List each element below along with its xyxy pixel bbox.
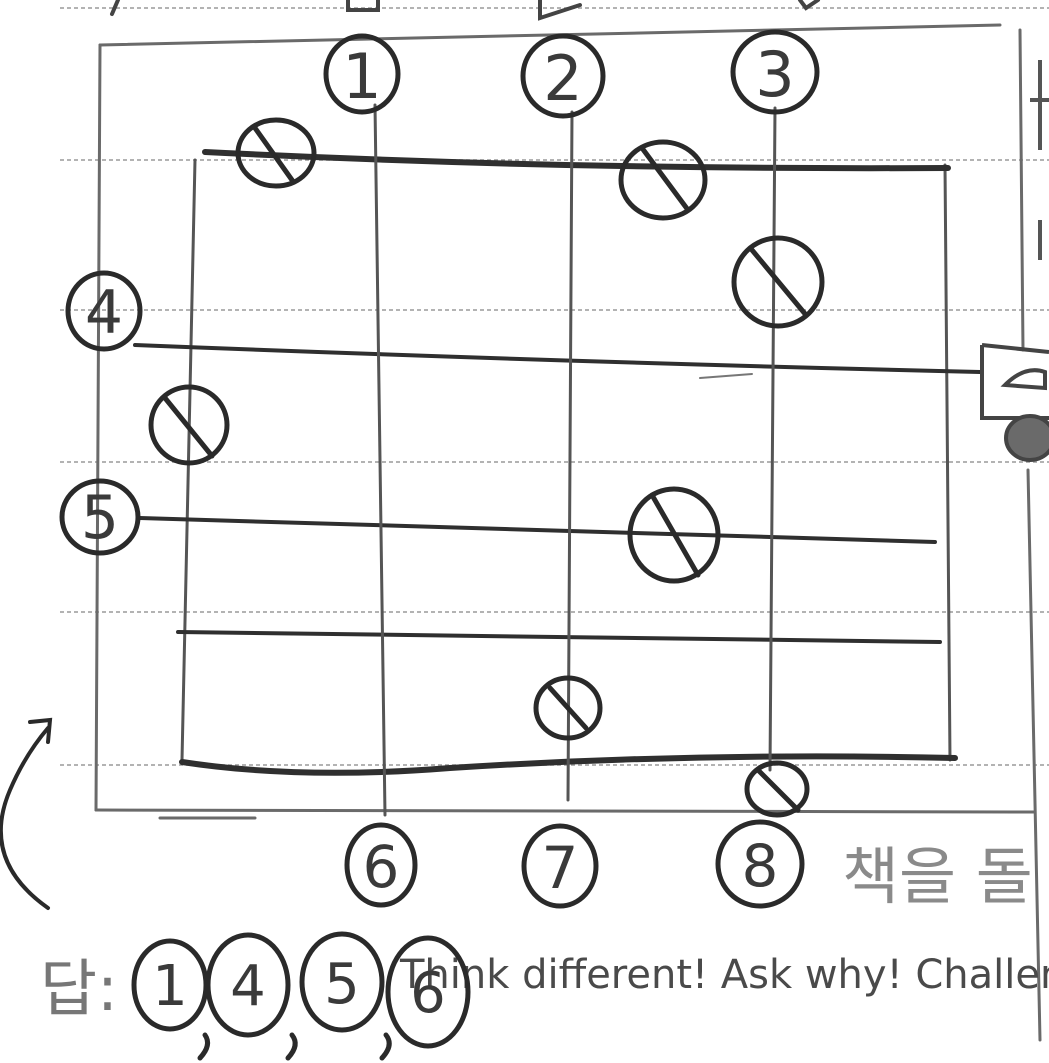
blocked-marker <box>731 235 825 329</box>
right-margin-marks <box>1030 60 1049 260</box>
circled-number-4: 4 <box>85 278 123 348</box>
blocked-marker <box>618 139 708 221</box>
answer-value: 4 <box>230 954 266 1019</box>
circled-number-1: 1 <box>342 40 381 113</box>
blocked-marker <box>627 486 721 584</box>
answer-value: 1 <box>152 954 188 1019</box>
rotate-arrow-icon <box>0 717 53 910</box>
circled-number-5: 5 <box>81 483 119 553</box>
circled-number-6: 6 <box>363 833 400 901</box>
circled-number-8: 8 <box>742 832 779 900</box>
answer-value: 5 <box>324 952 360 1017</box>
circled-numbers-bottom <box>344 819 805 909</box>
top-edge-marks <box>110 0 820 21</box>
horizontal-strings <box>133 149 982 776</box>
outer-frame <box>94 23 1042 1042</box>
answer-circles <box>131 931 471 1049</box>
answer-value: 6 <box>410 961 446 1026</box>
circled-numbers-top <box>323 29 820 119</box>
vertical-strings <box>373 103 777 817</box>
inner-box <box>180 158 952 762</box>
answer-prefix: 답: <box>40 952 118 1025</box>
answer-commas <box>197 1032 392 1061</box>
side-note: 책을 돌 <box>842 840 1033 913</box>
right-edge-box <box>980 343 1049 462</box>
blocked-marker <box>533 675 603 741</box>
circled-numbers-left <box>59 270 143 556</box>
circled-number-7: 7 <box>542 834 579 902</box>
circled-number-2: 2 <box>543 42 582 115</box>
ruled-lines <box>60 7 1049 766</box>
blocked-marker <box>235 117 317 189</box>
blocked-marker <box>148 384 230 466</box>
printed-footer: Think different! Ask why! Challenge <box>399 952 1049 998</box>
blocked-marker <box>744 760 810 818</box>
blocked-markers <box>148 117 825 818</box>
circled-number-3: 3 <box>755 38 794 111</box>
